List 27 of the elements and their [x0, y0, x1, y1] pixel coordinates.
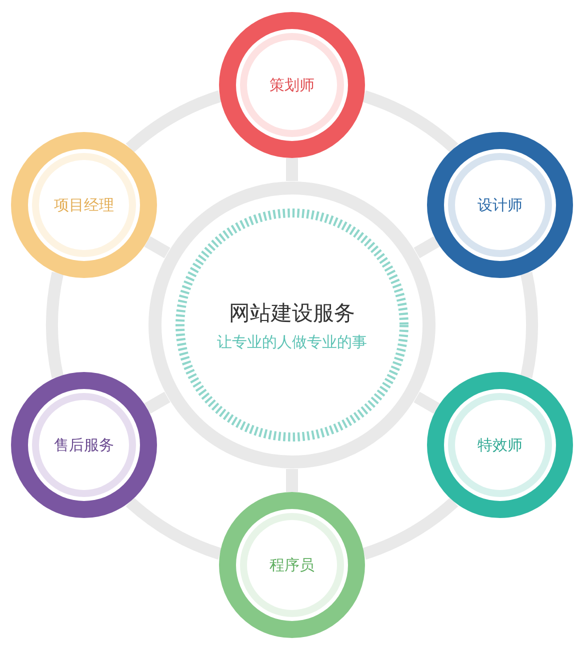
hub-subtitle: 让专业的人做专业的事: [217, 332, 367, 352]
role-circle: [11, 132, 158, 278]
role-label: 程序员: [270, 556, 314, 574]
ring-arc-connector: [126, 497, 222, 560]
spoke-connector: [144, 236, 170, 258]
spoke-connector: [414, 392, 440, 414]
role-circle: [426, 372, 573, 518]
ring-arc-connector: [520, 272, 538, 378]
spoke-connector: [144, 392, 170, 414]
ring-arc-connector: [362, 497, 458, 560]
ring-arc-connector: [126, 90, 222, 153]
role-circle: [426, 132, 573, 278]
ring-arc-connector: [46, 272, 64, 378]
hub-circle: [148, 181, 436, 469]
role-circle: [219, 12, 365, 158]
role-label: 售后服务: [54, 436, 114, 454]
role-label: 策划师: [270, 76, 314, 94]
spoke-connector: [414, 236, 440, 258]
role-label: 设计师: [477, 196, 522, 214]
spoke-connector: [286, 158, 298, 181]
ring-arc-connector: [362, 90, 458, 153]
role-circle: [219, 492, 365, 638]
role-label: 特效师: [477, 436, 522, 454]
spoke-connector: [286, 469, 298, 492]
hub-title: 网站建设服务: [229, 300, 355, 326]
role-circle: [11, 372, 158, 518]
role-label: 项目经理: [54, 196, 114, 214]
